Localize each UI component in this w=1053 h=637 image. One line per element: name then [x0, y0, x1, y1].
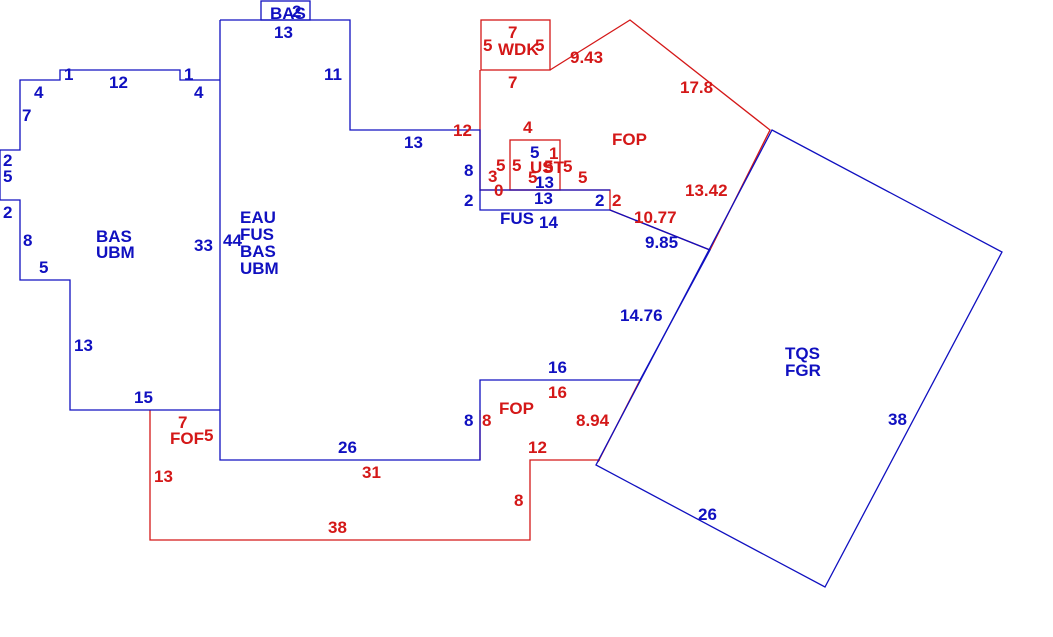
dim-label: 5: [483, 36, 492, 55]
dim-label: 7: [508, 73, 517, 92]
dim-label: 5: [544, 157, 553, 176]
fus-small-label: FUS: [500, 209, 534, 228]
main-label-2: FUS: [240, 225, 274, 244]
tqs-outline: [595, 129, 1003, 588]
blue-outlines: [0, 0, 1003, 588]
tqs-label-2: FGR: [785, 361, 821, 380]
dim-label: 11: [324, 65, 342, 84]
dim-label: 8.94: [576, 411, 610, 430]
main-outline: [219, 19, 711, 461]
bas-left-label-1: BAS: [96, 227, 132, 246]
dim-label: 5: [578, 168, 587, 187]
dim-label: 3: [488, 167, 497, 186]
dim-label: 16: [548, 358, 567, 377]
dim-label: 17.8: [680, 78, 713, 97]
dim-label: 8: [482, 411, 491, 430]
dim-label: 4: [194, 83, 204, 102]
dim-label: 7: [178, 413, 187, 432]
bas-left-outline: [0, 69, 220, 411]
dim-label: 38: [888, 410, 907, 429]
fop-top-label: FOP: [612, 130, 647, 149]
dim-label: 26: [698, 505, 717, 524]
dim-label: 0: [494, 181, 503, 200]
dim-label: 8: [514, 491, 523, 510]
fop-mid-label: FOP: [499, 399, 534, 418]
red-dimensions: 7 5 5 7 9.43 17.8 12 4 3 0 5 5 5 1 5 5 5…: [154, 23, 728, 537]
dim-label: 13.42: [685, 181, 728, 200]
bas-left-label-2: UBM: [96, 243, 135, 262]
dim-label: 5: [512, 156, 521, 175]
dim-label: 5: [39, 258, 48, 277]
dim-label: 5: [496, 156, 505, 175]
dim-label: 5: [535, 36, 544, 55]
dim-label: 1: [184, 65, 193, 84]
dim-label: 5: [530, 143, 539, 162]
dim-label: 14: [539, 213, 558, 232]
dim-label: 12: [528, 438, 547, 457]
fof-label: FOF: [170, 429, 204, 448]
dim-label: 8: [464, 411, 473, 430]
dim-label: 8: [23, 231, 32, 250]
dim-label: 13: [404, 133, 423, 152]
dim-label: 14.76: [620, 306, 663, 325]
dim-label: 5: [528, 168, 537, 187]
dim-label: 12: [453, 121, 472, 140]
ust-label: UST: [530, 158, 565, 177]
dim-label: 12: [109, 73, 128, 92]
bas-top-label: BAS: [270, 4, 306, 23]
dim-label: 26: [338, 438, 357, 457]
dim-label: 2: [595, 191, 604, 210]
dim-label: 7: [508, 23, 517, 42]
dim-label: 10.77: [634, 208, 677, 227]
bas-top-box: [260, 0, 311, 21]
dim-label: 2: [292, 2, 301, 21]
dim-label: 44: [223, 231, 242, 250]
dim-label: 13: [535, 173, 554, 192]
wdk-outline: [480, 19, 551, 71]
dim-label: 5: [3, 167, 12, 186]
dim-label: 8: [464, 161, 473, 180]
tqs-label-1: TQS: [785, 344, 820, 363]
dim-label: 1: [64, 65, 73, 84]
main-label-3: BAS: [240, 242, 276, 261]
dim-label: 33: [194, 236, 213, 255]
dim-label: 13: [154, 467, 173, 486]
wdk-label: WDK: [498, 40, 539, 59]
dim-label: 1: [549, 144, 558, 163]
dim-label: 4: [34, 83, 44, 102]
dim-label: 16: [548, 383, 567, 402]
area-labels: BAS UBM EAU FUS BAS UBM TQS FGR FOP FOP …: [96, 4, 821, 448]
fof-outline: [149, 410, 600, 541]
dim-label: 31: [362, 463, 381, 482]
dim-label: 4: [523, 118, 533, 137]
dim-label: 9.85: [645, 233, 678, 252]
main-label-1: EAU: [240, 208, 276, 227]
dim-label: 2: [464, 191, 473, 210]
dim-label: 2: [612, 191, 621, 210]
dim-label: 7: [22, 106, 31, 125]
blue-dimensions: 13 11 13 1 12 1 4 4 7 2 5 2 8 5 33 44 13…: [3, 2, 907, 524]
dim-label: 15: [134, 388, 153, 407]
dim-label: 13: [74, 336, 93, 355]
main-label-4: UBM: [240, 259, 279, 278]
dim-label: 13: [534, 189, 553, 208]
dim-label: 5: [563, 157, 572, 176]
dim-label: 5: [204, 426, 213, 445]
dim-label: 2: [3, 203, 12, 222]
red-outlines: [149, 19, 771, 541]
dim-label: 2: [3, 151, 12, 170]
dim-label: 13: [274, 23, 293, 42]
dim-label: 9.43: [570, 48, 603, 67]
dim-label: 38: [328, 518, 347, 537]
